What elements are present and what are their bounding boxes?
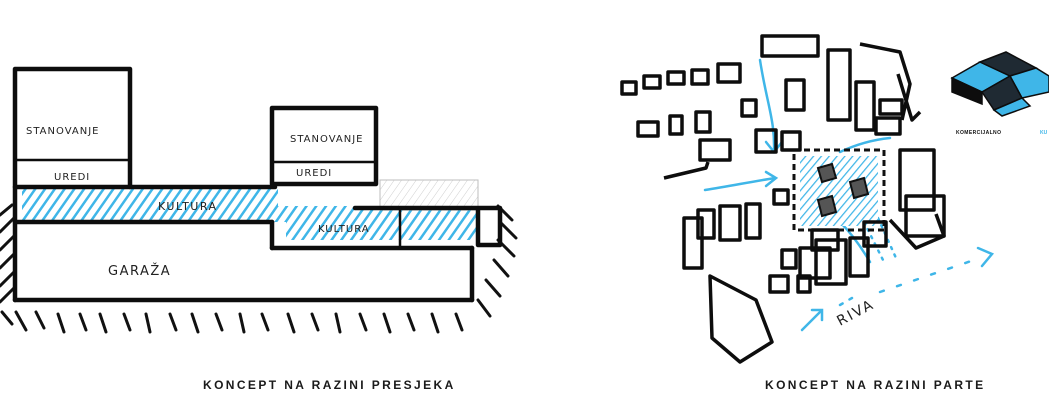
legend-commercial-label: KOMERCIJALNO xyxy=(956,130,1001,136)
culture-main-label: KULTURA xyxy=(158,200,218,213)
housing-right-label: STANOVANJE xyxy=(290,134,364,145)
legend-block-icon xyxy=(952,52,1049,116)
section-sketch: STANOVANJE UREDI KULTURA STANOVANJE URED… xyxy=(0,0,530,406)
site-sketch: RIVA KOMERCIJALNO KU xyxy=(560,0,1049,406)
culture-lower-label: KULTURA xyxy=(318,224,370,235)
offices-right-label: UREDI xyxy=(296,168,332,179)
legend-culture-label: KU xyxy=(1040,130,1048,136)
site-caption: KONCEPT NA RAZINI PARTE xyxy=(765,378,986,392)
waterfront-label: RIVA xyxy=(834,297,877,330)
offices-left-label: UREDI xyxy=(54,172,90,183)
site-buildings xyxy=(622,36,944,362)
section-caption: KONCEPT NA RAZINI PRESJEKA xyxy=(203,378,456,392)
ghost-volume xyxy=(380,180,478,210)
garage-label: GARAŽA xyxy=(108,263,171,279)
site-concept-panel: RIVA KOMERCIJALNO KU KONCEPT NA RAZINI P… xyxy=(560,0,1049,406)
housing-left-label: STANOVANJE xyxy=(26,126,100,137)
section-concept-panel: STANOVANJE UREDI KULTURA STANOVANJE URED… xyxy=(0,0,530,406)
